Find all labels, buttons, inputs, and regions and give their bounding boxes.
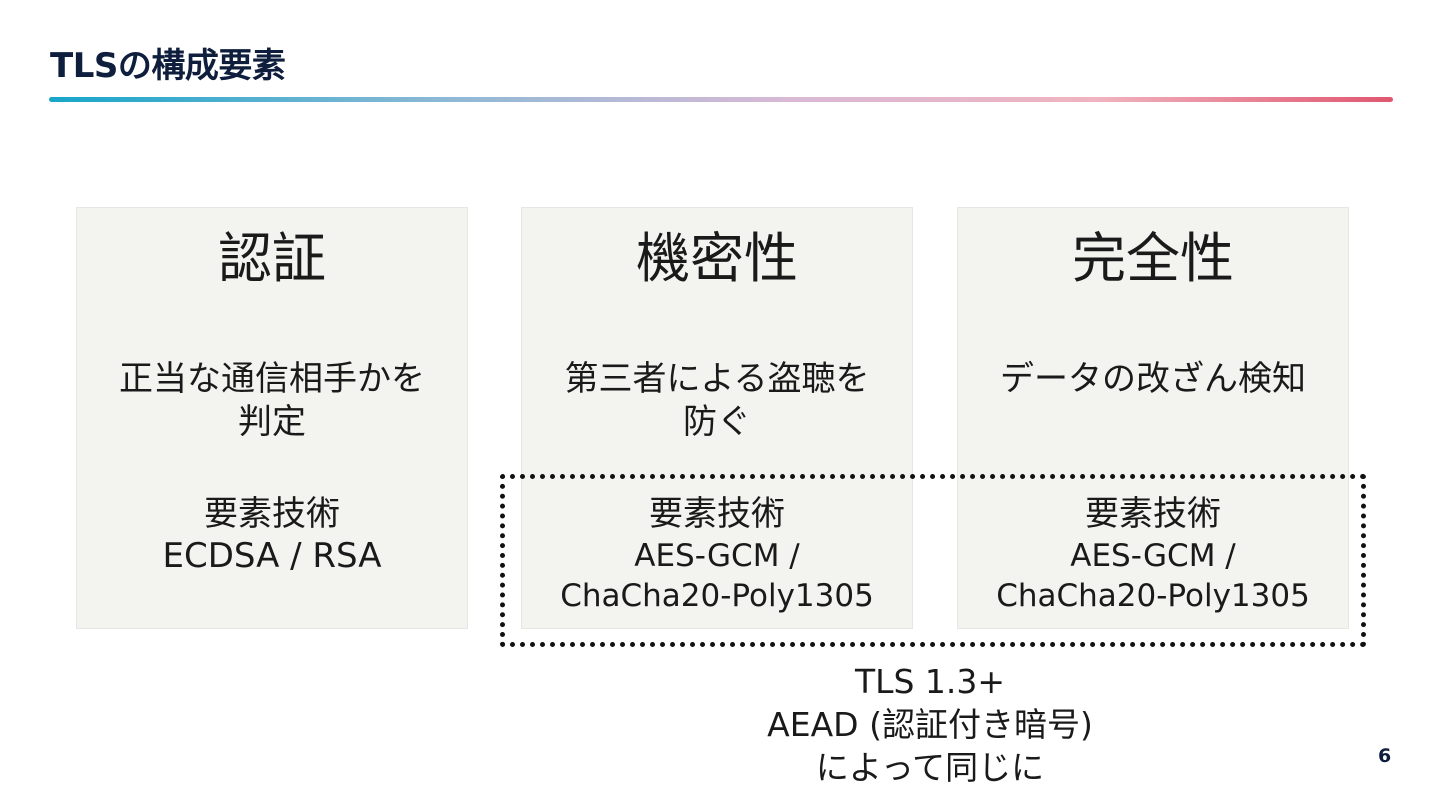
tech-value: ECDSA / RSA	[162, 536, 382, 576]
tech-value-line: ChaCha20-Poly1305	[560, 578, 874, 614]
card-description-line: 防ぐ	[683, 402, 751, 442]
card-authentication: 認証 正当な通信相手かを 判定 要素技術 ECDSA / RSA	[76, 207, 468, 629]
card-integrity: 完全性 データの改ざん検知 要素技術 AES-GCM / ChaCha20-Po…	[957, 207, 1349, 629]
tech-value-line: AES-GCM /	[1070, 538, 1236, 574]
card-heading: 機密性	[636, 227, 798, 290]
card-description-line: 第三者による盗聴を	[564, 359, 870, 399]
tech-label: 要素技術	[204, 494, 340, 534]
card-description-line: データの改ざん検知	[1000, 359, 1306, 399]
slide-title: TLSの構成要素	[50, 46, 286, 86]
card-description-line: 判定	[238, 402, 306, 442]
card-heading: 完全性	[1072, 227, 1234, 290]
tech-value-line: ChaCha20-Poly1305	[996, 578, 1310, 614]
card-confidentiality: 機密性 第三者による盗聴を 防ぐ 要素技術 AES-GCM / ChaCha20…	[521, 207, 913, 629]
tech-label: 要素技術	[1085, 494, 1221, 534]
aead-note-line: によって同じに	[815, 748, 1045, 787]
card-heading: 認証	[218, 227, 326, 290]
aead-group-outline	[500, 474, 1366, 647]
tech-value: AES-GCM / ChaCha20-Poly1305	[958, 536, 1348, 616]
tech-label: 要素技術	[649, 494, 785, 534]
aead-note-line: AEAD (認証付き暗号)	[767, 705, 1093, 744]
card-description: 正当な通信相手かを 判定	[77, 358, 467, 444]
card-description: データの改ざん検知	[958, 358, 1348, 401]
card-description-line: 正当な通信相手かを	[119, 359, 425, 399]
tech-value-line: AES-GCM /	[634, 538, 800, 574]
tech-value: AES-GCM / ChaCha20-Poly1305	[522, 536, 912, 616]
card-description: 第三者による盗聴を 防ぐ	[522, 358, 912, 444]
aead-note: TLS 1.3+ AEAD (認証付き暗号) によって同じに	[640, 660, 1220, 789]
title-underline-rule	[49, 97, 1393, 102]
aead-note-line: TLS 1.3+	[854, 662, 1006, 701]
page-number: 6	[1378, 745, 1392, 767]
